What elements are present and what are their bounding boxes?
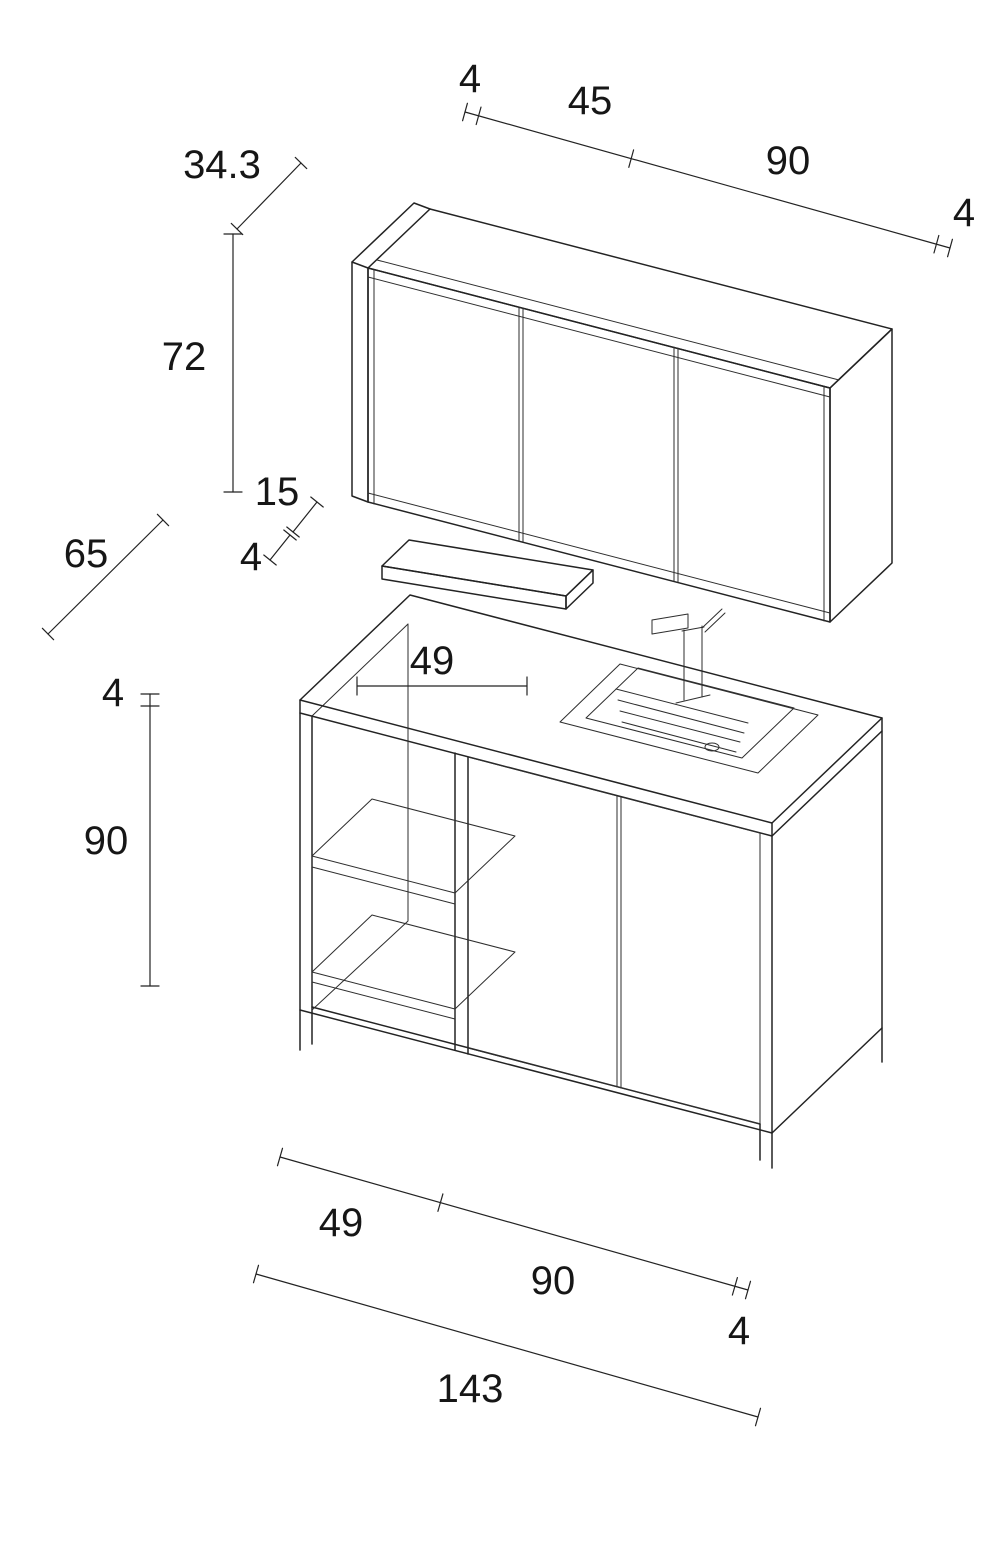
wall-cabinet-right-side xyxy=(829,328,893,623)
base-right-side-panel xyxy=(771,730,883,1134)
dimension-shelf-depth: 15 xyxy=(255,470,324,538)
dim-ticks xyxy=(286,496,324,538)
dimension-counter-depth: 65 xyxy=(41,513,170,641)
base-bottom-rail xyxy=(299,1006,773,1134)
faucet xyxy=(651,608,726,704)
dim-line xyxy=(279,1156,749,1291)
wall-shelf-end-cap xyxy=(565,569,594,610)
dimension-open-width: 49 xyxy=(356,639,528,696)
dim-label-top-45: 45 xyxy=(568,79,613,123)
dim-ticks xyxy=(252,1264,762,1427)
dim-label-wall-height: 72 xyxy=(162,335,207,379)
base-right-front-leg xyxy=(759,1123,773,1169)
sink-drainer-grooves xyxy=(615,688,749,753)
dim-ticks xyxy=(140,693,160,987)
wall-cabinet-top-edge-detail xyxy=(376,259,840,381)
dim-label-total-width: 143 xyxy=(437,1367,504,1411)
dim-label-shelf-depth: 15 xyxy=(255,470,300,514)
dim-label-top-4-left: 4 xyxy=(459,57,481,101)
wall-cabinet-left-panel xyxy=(351,261,369,503)
dimension-shelf-thickness: 4 xyxy=(240,529,297,579)
base-door-bottom-gap xyxy=(467,1047,761,1125)
faucet-spout xyxy=(651,613,689,635)
dim-label-counter-thickness: 4 xyxy=(102,671,124,715)
wall-cabinet-left-panel-top xyxy=(351,202,431,263)
wall-cabinet xyxy=(351,202,893,623)
dimension-total-width: 143 xyxy=(252,1264,762,1427)
wall-shelf xyxy=(381,539,594,610)
wall-shelf-front-face xyxy=(381,565,567,610)
dim-line xyxy=(292,501,318,533)
base-door-divider xyxy=(616,795,622,1088)
wall-cabinet-door-divider-1 xyxy=(518,306,524,543)
dim-label-bottom-4: 4 xyxy=(728,1309,750,1353)
wall-cabinet-bottom-panel xyxy=(367,492,831,614)
dimension-wall-height: 72 xyxy=(162,233,243,493)
base-left-leg xyxy=(299,712,313,1051)
faucet-body xyxy=(681,625,705,701)
wall-cabinet-door-top-gap xyxy=(367,276,831,398)
dimension-wall-depth: 34.3 xyxy=(183,143,308,236)
dim-label-shelf-thickness: 4 xyxy=(240,535,262,579)
open-section-bottom-shelf xyxy=(311,914,516,1020)
sink-drain xyxy=(704,742,720,752)
dim-label-base-height: 90 xyxy=(84,819,129,863)
base-door-top-gap xyxy=(467,756,761,834)
dim-label-wall-depth: 34.3 xyxy=(183,143,261,187)
sink xyxy=(559,663,819,774)
countertop-side-thickness xyxy=(771,717,883,837)
wall-shelf-top-face xyxy=(381,539,594,597)
dim-label-bottom-49: 49 xyxy=(319,1201,364,1245)
faucet-base xyxy=(675,694,711,704)
dimension-top-chain: 4 45 90 4 xyxy=(459,57,975,258)
wall-cabinet-door-side-gaps xyxy=(373,269,825,622)
dimension-bottom-chain: 49 90 4 xyxy=(276,1147,752,1353)
dim-ticks xyxy=(223,233,243,493)
dim-ticks xyxy=(230,156,308,236)
dim-ticks xyxy=(462,102,953,258)
faucet-lever xyxy=(701,608,726,633)
sink-basin xyxy=(585,667,795,759)
dim-line xyxy=(47,519,164,635)
dim-ticks xyxy=(276,1147,752,1300)
dim-label-bottom-90: 90 xyxy=(531,1259,576,1303)
dim-line xyxy=(255,1273,759,1418)
dim-ticks xyxy=(263,529,297,566)
dim-ticks xyxy=(41,513,170,641)
sink-rim xyxy=(559,663,819,774)
dim-ticks xyxy=(356,676,528,696)
dim-label-open-width: 49 xyxy=(410,639,455,683)
dim-line xyxy=(464,111,951,249)
open-section-mid-shelf xyxy=(311,798,516,905)
base-middle-panel xyxy=(454,752,469,1055)
wall-cabinet-door-divider-2 xyxy=(673,346,679,583)
dimension-left-chain: 4 90 xyxy=(84,671,160,987)
open-section-interior xyxy=(311,623,409,1011)
wall-cabinet-top-face xyxy=(367,208,893,389)
wall-cabinet-front-face xyxy=(367,267,831,623)
base-cabinet xyxy=(299,594,883,1169)
countertop-front-thickness xyxy=(299,699,773,837)
dim-line xyxy=(236,162,302,230)
dim-label-top-90: 90 xyxy=(766,139,811,183)
dim-label-top-4-right: 4 xyxy=(953,191,975,235)
dim-line xyxy=(269,534,291,561)
dim-label-counter-depth: 65 xyxy=(64,532,109,576)
